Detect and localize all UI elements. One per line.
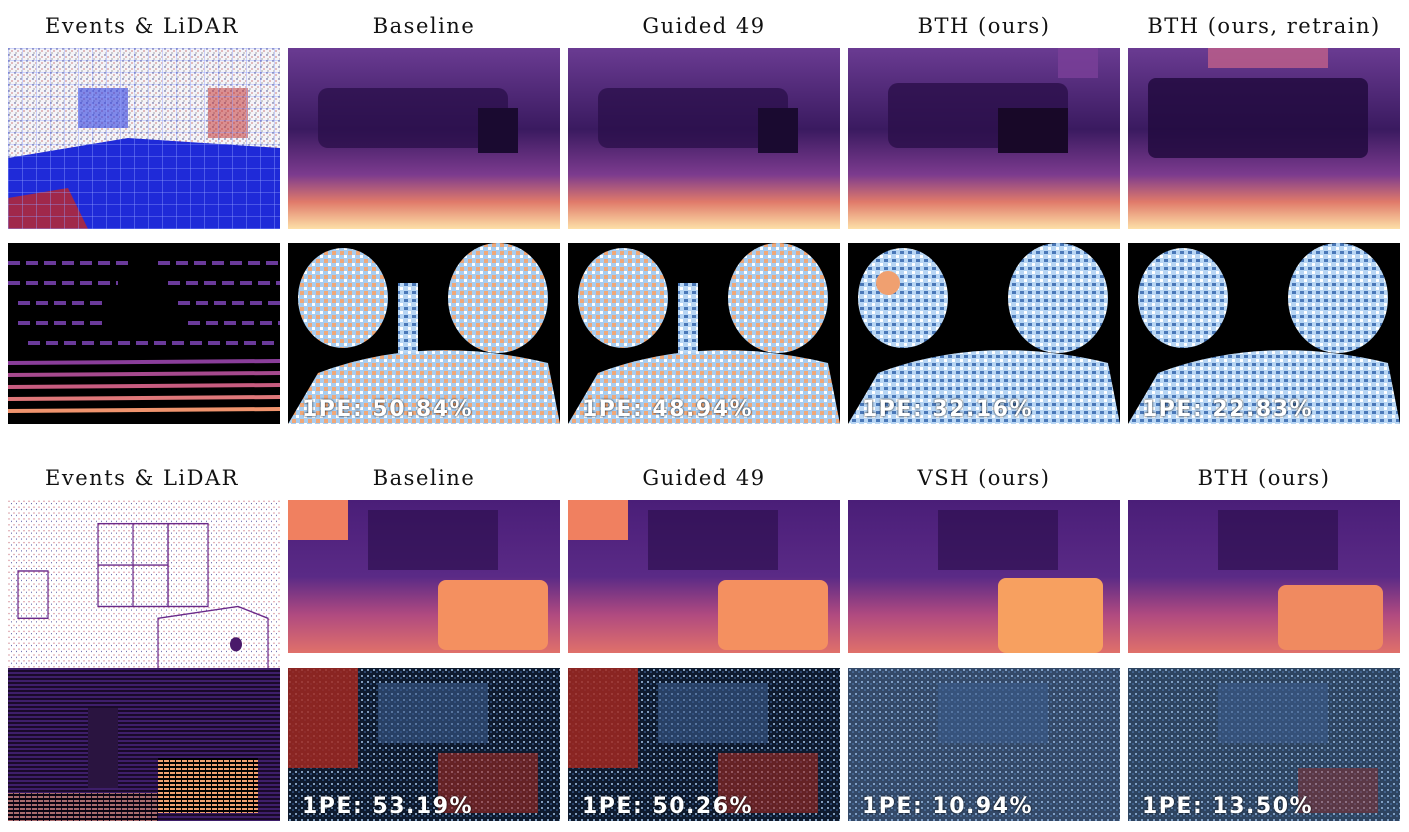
- top-error-bth-retrain: 1PE: 22.83%: [1128, 243, 1400, 424]
- top-header-guided: Guided 49: [642, 14, 766, 38]
- bottom-error-guided: 1PE: 50.26%: [568, 668, 840, 821]
- bottom-error-baseline: 1PE: 53.19%: [288, 668, 560, 821]
- top-metric-bth-retrain: 1PE: 22.83%: [1142, 397, 1314, 422]
- top-header-bth-retrain: BTH (ours, retrain): [1147, 14, 1381, 38]
- top-header-bth: BTH (ours): [917, 14, 1051, 38]
- bottom-metric-vsh: 1PE: 10.94%: [862, 794, 1034, 819]
- top-metric-guided: 1PE: 48.94%: [582, 397, 754, 422]
- top-lidar-image: [8, 243, 280, 424]
- top-depth-guided: [568, 48, 840, 229]
- top-metric-bth: 1PE: 32.16%: [862, 397, 1034, 422]
- top-error-baseline: 1PE: 50.84%: [288, 243, 560, 424]
- top-error-bth: 1PE: 32.16%: [848, 243, 1120, 424]
- top-depth-baseline: [288, 48, 560, 229]
- bottom-events-image: [8, 500, 280, 681]
- bottom-metric-baseline: 1PE: 53.19%: [302, 794, 474, 819]
- top-depth-bth-retrain: [1128, 48, 1400, 229]
- top-header-events-lidar: Events & LiDAR: [45, 14, 239, 38]
- bottom-error-vsh: 1PE: 10.94%: [848, 668, 1120, 821]
- top-error-guided: 1PE: 48.94%: [568, 243, 840, 424]
- bottom-header-bth: BTH (ours): [1197, 466, 1331, 490]
- top-metric-baseline: 1PE: 50.84%: [302, 397, 474, 422]
- bottom-metric-bth: 1PE: 13.50%: [1142, 794, 1314, 819]
- bottom-lidar-image: [8, 668, 280, 821]
- bottom-header-events-lidar: Events & LiDAR: [45, 466, 239, 490]
- bottom-depth-bth: [1128, 500, 1400, 653]
- bottom-depth-vsh: [848, 500, 1120, 653]
- bottom-header-guided: Guided 49: [642, 466, 766, 490]
- top-depth-bth: [848, 48, 1120, 229]
- bottom-error-bth: 1PE: 13.50%: [1128, 668, 1400, 821]
- bottom-header-vsh: VSH (ours): [917, 466, 1051, 490]
- bottom-metric-guided: 1PE: 50.26%: [582, 794, 754, 819]
- top-header-baseline: Baseline: [372, 14, 476, 38]
- bottom-depth-baseline: [288, 500, 560, 653]
- bottom-depth-guided: [568, 500, 840, 653]
- top-events-image: [8, 48, 280, 229]
- bottom-header-baseline: Baseline: [372, 466, 476, 490]
